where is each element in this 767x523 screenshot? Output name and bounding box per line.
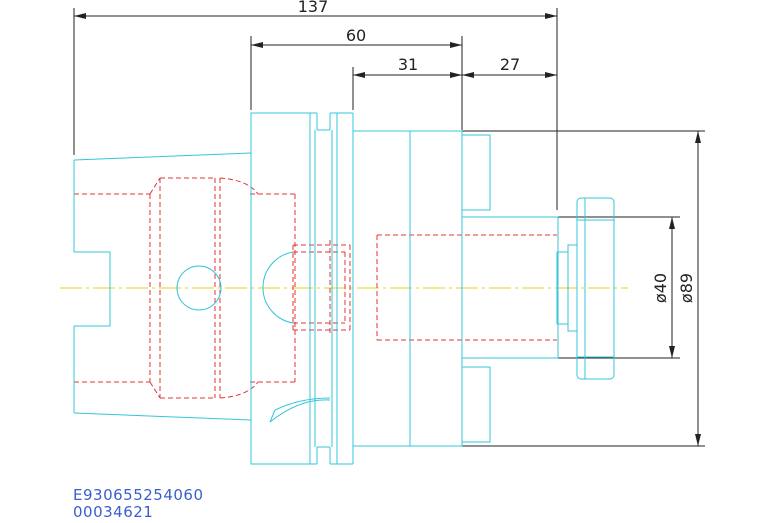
dimension-arrows <box>74 13 701 446</box>
tool-outline <box>73 112 615 465</box>
dim-outer-diameter: ø89 <box>677 273 696 303</box>
dim-bore-diameter: ø40 <box>651 273 670 303</box>
serial-number: 00034621 <box>73 503 154 521</box>
part-number: E930655254060 <box>73 486 204 504</box>
dim-nose-length: 27 <box>500 55 520 74</box>
dim-overall-length: 137 <box>298 0 329 16</box>
drawing-codes: E930655254060 00034621 <box>73 487 204 521</box>
dimension-lines <box>73 8 705 447</box>
dim-body-length: 31 <box>398 55 418 74</box>
dim-flange-to-nose: 60 <box>346 26 366 45</box>
hidden-lines <box>74 177 557 399</box>
